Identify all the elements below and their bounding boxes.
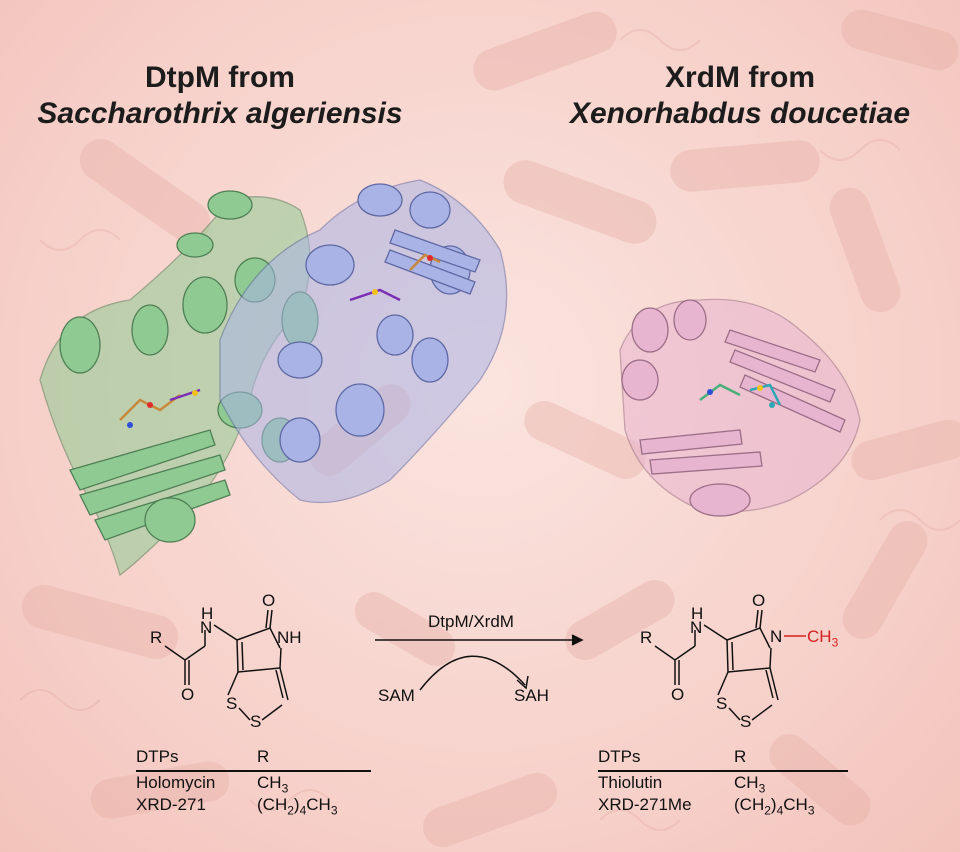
table-row: Holomycin CH3 <box>136 772 371 795</box>
substrate-s2-label: S <box>250 712 262 731</box>
left-title-species: Saccharothrix algeriensis <box>37 97 403 130</box>
product-h-label: H <box>691 604 704 623</box>
table-cell-r: (CH2)4CH3 <box>257 795 338 818</box>
substrate-o1-label: O <box>181 685 195 704</box>
table-cell-name: Thiolutin <box>598 773 663 792</box>
substrate-nh-label: NH <box>277 628 302 647</box>
product-methyl-label: CH3 <box>807 627 839 650</box>
right-title-species: Xenorhabdus doucetiae <box>569 97 911 130</box>
substrate-structure <box>164 609 289 721</box>
right-title-enzyme: XrdM from <box>665 61 815 94</box>
table-header-dtps: DTPs <box>136 747 179 766</box>
substrate-h-label: H <box>201 604 214 623</box>
substrate-o2-label: O <box>262 591 276 610</box>
product-o1-label: O <box>671 685 685 704</box>
product-n1-label: N <box>690 618 703 637</box>
right-title: XrdM from Xenorhabdus doucetiae <box>520 60 960 132</box>
product-structure <box>654 609 806 721</box>
left-title-enzyme: DtpM from <box>145 61 295 94</box>
right-dtp-table: DTPs R Thiolutin CH3 XRD-271Me (CH2)4CH3 <box>598 746 848 817</box>
table-header-r: R <box>734 747 747 766</box>
table-header: DTPs R <box>136 746 371 768</box>
table-header: DTPs R <box>598 746 848 768</box>
sah-label: SAH <box>514 686 549 705</box>
left-dtp-table: DTPs R Holomycin CH3 XRD-271 (CH2)4CH3 <box>136 746 371 817</box>
enzyme-label: DtpM/XrdM <box>428 612 514 631</box>
table-cell-name: XRD-271 <box>136 795 206 814</box>
table-row: XRD-271 (CH2)4CH3 <box>136 794 371 817</box>
table-header-dtps: DTPs <box>598 747 641 766</box>
table-header-r: R <box>257 747 270 766</box>
protein-structures <box>39 179 861 577</box>
product-s2-label: S <box>740 712 752 731</box>
table-row: Thiolutin CH3 <box>598 772 848 795</box>
sam-label: SAM <box>378 686 415 705</box>
table-row: XRD-271Me (CH2)4CH3 <box>598 794 848 817</box>
xrdm-pink-structure <box>619 298 861 517</box>
substrate-s1-label: S <box>226 694 238 713</box>
product-s1-label: S <box>716 694 728 713</box>
table-rule <box>136 770 371 772</box>
reaction-arrow <box>375 634 584 691</box>
table-cell-name: Holomycin <box>136 773 216 792</box>
product-r-label: R <box>640 628 653 647</box>
table-cell-r: CH3 <box>734 773 766 796</box>
table-rule <box>598 770 848 772</box>
table-cell-name: XRD-271Me <box>598 795 692 814</box>
ligand-sticks <box>119 253 782 428</box>
left-title: DtpM from Saccharothrix algeriensis <box>0 60 440 132</box>
product-o2-label: O <box>752 591 766 610</box>
substrate-r-label: R <box>150 628 163 647</box>
table-cell-r: (CH2)4CH3 <box>734 795 815 818</box>
substrate-n-label: N <box>200 618 213 637</box>
table-cell-r: CH3 <box>257 773 289 796</box>
product-n2-label: N <box>770 627 783 646</box>
